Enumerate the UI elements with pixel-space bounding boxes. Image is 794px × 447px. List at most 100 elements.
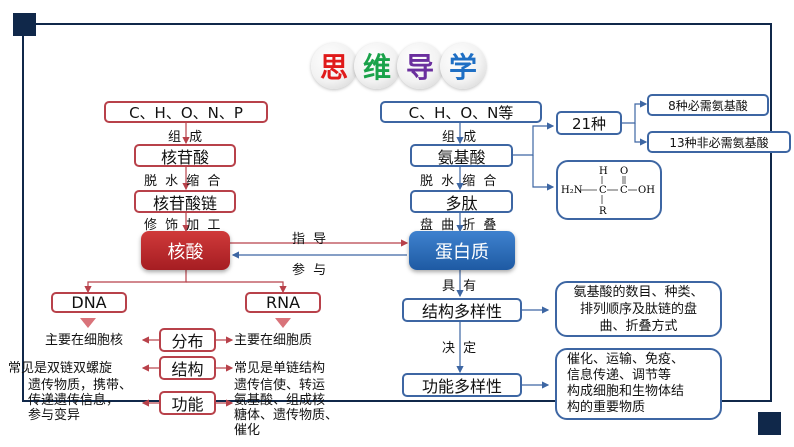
compare-distribution-label: 分布 xyxy=(171,332,204,351)
formula-c2: C xyxy=(620,185,628,196)
protein-elements-box: C、H、O、N等 xyxy=(380,101,542,123)
amino-acid-box: 氨基酸 xyxy=(410,144,513,167)
rna-function-line: 遗传信使、转运 xyxy=(234,378,326,393)
polypeptide-box: 多肽 xyxy=(410,190,513,213)
protein-step2-label: 脱 水 缩 合 xyxy=(420,174,499,189)
frame-corner-square-bottom-right xyxy=(758,412,781,435)
formula-o-top: O xyxy=(620,166,628,177)
structure-desc-line: 排列顺序及肽链的盘 xyxy=(579,301,697,317)
arrow-aa-to-formula xyxy=(532,155,555,191)
arrow-21-to-13 xyxy=(634,123,648,146)
nucleic-elements-box: C、H、O、N、P xyxy=(104,101,268,123)
rna-function-line: 催化 xyxy=(234,423,261,438)
arrow-21-to-8 xyxy=(621,100,648,124)
essential-aa-box: 8种必需氨基酸 xyxy=(647,94,769,116)
dna-function: 遗传物质，携带、 传递遗传信息， 参与变异 xyxy=(28,378,132,423)
nucleic-step1-label: 组 成 xyxy=(168,130,205,145)
rna-box: RNA xyxy=(245,292,321,313)
title-char: 学 xyxy=(448,51,477,84)
nucleotide-chain-label: 核苷酸链 xyxy=(152,193,217,213)
arrow-nucleic-to-dna xyxy=(84,270,187,294)
nucleotide-chain-box: 核苷酸链 xyxy=(134,190,236,213)
nucleotide-box: 核苷酸 xyxy=(134,144,236,167)
kinds-box: 21种 xyxy=(556,111,622,135)
function-desc-line: 构成细胞和生物体结 xyxy=(567,384,685,399)
formula-c1: C xyxy=(599,185,607,196)
function-diversity-label: 功能多样性 xyxy=(421,377,502,396)
dna-distribution: 主要在细胞核 xyxy=(45,333,124,348)
rna-function-line: 氨基酸、组成核 xyxy=(234,393,326,408)
frame-bottom-line xyxy=(22,400,772,402)
structure-diversity-box: 结构多样性 xyxy=(402,298,522,322)
guide-label: 指 导 xyxy=(292,232,329,247)
compare-distribution-box: 分布 xyxy=(159,328,216,352)
rna-function-line: 糖体、遗传物质、 xyxy=(234,408,339,423)
dna-structure: 常见是双链双螺旋 xyxy=(8,361,113,376)
nucleic-step2-label: 脱 水 缩 合 xyxy=(144,174,223,189)
formula-oh: OH xyxy=(638,185,655,196)
participate-label: 参 与 xyxy=(292,263,329,278)
title-char: 导 xyxy=(405,51,434,84)
function-desc-box: 催化、运输、免疫、 信息传递、调节等 构成细胞和生物体结 构的重要物质 xyxy=(555,348,722,420)
dna-function-line: 参与变异 xyxy=(28,408,81,423)
rna-structure: 常见是单链结构 xyxy=(234,361,326,376)
nucleotide-label: 核苷酸 xyxy=(160,147,209,167)
amino-acid-label: 氨基酸 xyxy=(437,147,486,167)
title-char-si: 思 xyxy=(311,43,357,89)
rna-label: RNA xyxy=(265,293,301,312)
formula-r: R xyxy=(599,206,607,217)
structure-desc-line: 氨基酸的数目、种类、 xyxy=(573,284,704,300)
nucleic-acid-core: 核酸 xyxy=(141,231,230,270)
dna-box: DNA xyxy=(51,292,127,313)
frame-top-line xyxy=(22,23,372,25)
frame-right-line xyxy=(770,23,772,401)
rna-function: 遗传信使、转运 氨基酸、组成核 糖体、遗传物质、 催化 xyxy=(234,378,338,438)
dna-label: DNA xyxy=(71,293,107,312)
protein-core: 蛋白质 xyxy=(409,231,515,270)
polypeptide-label: 多肽 xyxy=(445,193,478,213)
determines-label: 决 定 xyxy=(442,341,479,356)
compare-function-label: 功能 xyxy=(171,395,204,414)
nucleic-acid-label: 核酸 xyxy=(167,241,204,263)
title-char-dao: 导 xyxy=(397,43,443,89)
has-label: 具 有 xyxy=(442,279,479,294)
frame-left-line xyxy=(22,23,24,401)
structure-desc-box: 氨基酸的数目、种类、 排列顺序及肽链的盘 曲、折叠方式 xyxy=(555,281,722,337)
nucleic-elements: C、H、O、N、P xyxy=(129,103,243,122)
nonessential-aa-box: 13种非必需氨基酸 xyxy=(647,131,791,153)
title-char-xue: 学 xyxy=(440,43,486,89)
compare-function-box: 功能 xyxy=(159,391,216,415)
function-desc-line: 催化、运输、免疫、 xyxy=(567,352,685,367)
function-desc-line: 构的重要物质 xyxy=(567,400,646,415)
frame-top-line-right xyxy=(372,23,772,25)
compare-structure-box: 结构 xyxy=(159,356,216,380)
formula-h2n: H₂N xyxy=(561,185,583,196)
dna-function-line: 传递遗传信息， xyxy=(28,393,120,408)
protein-step3-label: 盘 曲 折 叠 xyxy=(420,218,499,233)
formula-h-top: H xyxy=(599,166,608,177)
structure-desc-line: 曲、折叠方式 xyxy=(599,318,678,334)
title-char: 思 xyxy=(319,51,348,84)
compare-structure-label: 结构 xyxy=(171,360,204,379)
protein-elements: C、H、O、N等 xyxy=(408,103,514,122)
protein-label: 蛋白质 xyxy=(435,241,489,263)
title-char: 维 xyxy=(362,51,391,84)
chevron-down-icon xyxy=(80,318,96,328)
arrow-nucleic-to-rna xyxy=(186,281,287,294)
function-desc-line: 信息传递、调节等 xyxy=(567,368,672,383)
function-diversity-box: 功能多样性 xyxy=(402,373,522,397)
nucleic-step3-label: 修 饰 加 工 xyxy=(144,218,223,233)
aa-formula-box: H O H₂N C C OH R xyxy=(556,160,662,220)
structure-diversity-label: 结构多样性 xyxy=(421,302,502,321)
essential-aa-label: 8种必需氨基酸 xyxy=(668,98,748,113)
chevron-down-icon xyxy=(275,318,291,328)
arrow-aa-to-21 xyxy=(513,122,555,156)
dna-function-line: 遗传物质，携带、 xyxy=(28,378,133,393)
protein-step1-label: 组 成 xyxy=(442,130,479,145)
kinds-label: 21种 xyxy=(571,114,607,133)
rna-distribution: 主要在细胞质 xyxy=(234,333,313,348)
frame-corner-square-top-left xyxy=(13,13,36,36)
title-char-wei: 维 xyxy=(354,43,400,89)
nonessential-aa-label: 13种非必需氨基酸 xyxy=(669,135,769,150)
